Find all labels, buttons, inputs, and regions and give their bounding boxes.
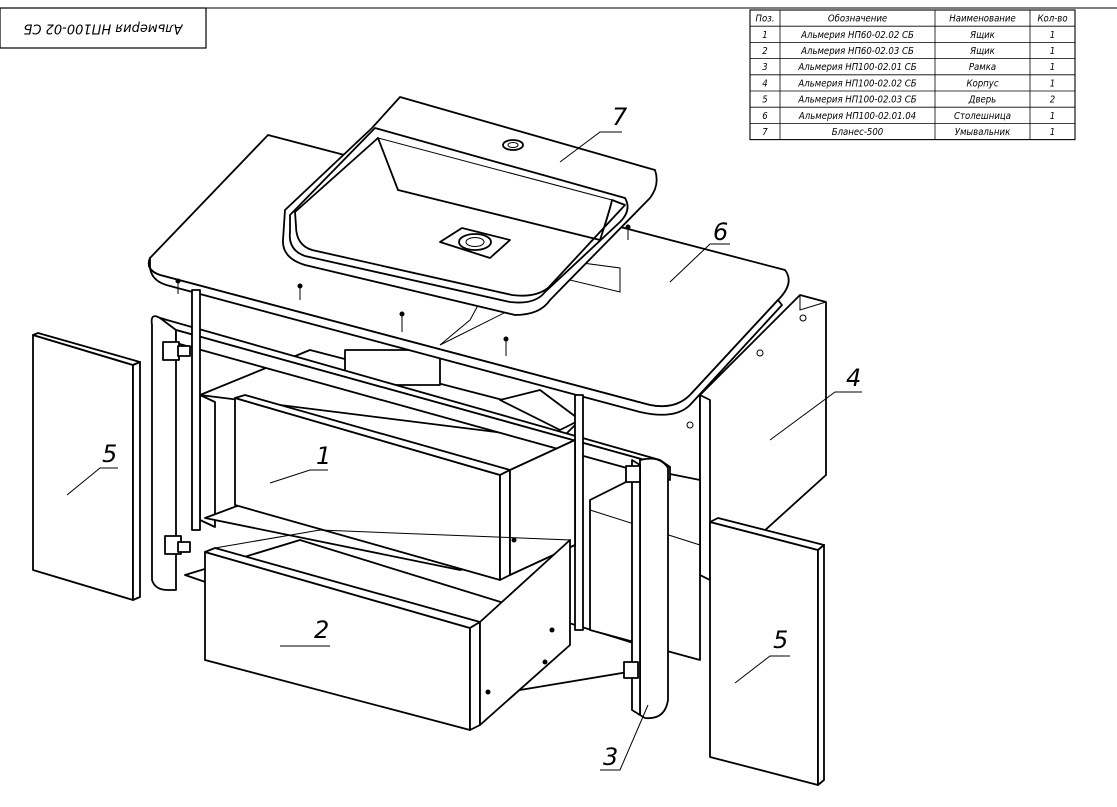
parts-table-cell: Бланес-500 (832, 127, 884, 138)
parts-table-header-cell: Обозначение (828, 14, 887, 25)
parts-table-cell: Корпус (966, 78, 998, 89)
callout-1: 1 (316, 442, 331, 470)
parts-table-cell: 5 (762, 95, 767, 106)
parts-table-cell: Рамка (969, 62, 996, 73)
code-stamp-text: Альмерия НП100-02 СБ (23, 21, 183, 36)
code-stamp: Альмерия НП100-02 СБ (0, 7, 1117, 49)
parts-table-cell: Альмерия НП60-02.02 СБ (800, 30, 914, 41)
callout-4: 4 (846, 364, 861, 392)
parts-table-cell: 4 (762, 78, 767, 89)
parts-table-cell: 1 (1050, 62, 1055, 73)
parts-table-cell: 1 (1050, 30, 1055, 41)
parts-table-cell: Столешница (954, 111, 1011, 122)
parts-table-cell: 6 (762, 111, 768, 122)
callout-5-right: 5 (773, 626, 788, 654)
parts-table-cell: 1 (1050, 111, 1055, 122)
parts-table-cell: Дверь (968, 95, 996, 106)
parts-table-header-cell: Поз. (756, 14, 775, 25)
callout-5-left: 5 (102, 440, 117, 468)
parts-table-header-cell: Кол-во (1037, 14, 1067, 25)
door-left (32, 332, 141, 601)
washbasin (282, 96, 658, 316)
parts-table-cell: 2 (1050, 95, 1055, 106)
parts-table-cell: Альмерия НП100-02.02 СБ (797, 78, 916, 89)
parts-table-cell: 1 (1050, 127, 1055, 138)
parts-table-cell: Альмерия НП100-02.01.04 (798, 111, 916, 122)
parts-table-cell: Альмерия НП100-02.01 СБ (797, 62, 916, 73)
parts-table-cell: 3 (762, 62, 767, 73)
parts-table-cell: Умывальник (955, 127, 1011, 138)
parts-table-cell: 1 (1050, 46, 1055, 57)
parts-table-cell: Ящик (969, 30, 996, 41)
parts-table-cell: 7 (762, 127, 768, 138)
parts-table-cell: 2 (762, 46, 767, 57)
parts-table-cell: Ящик (969, 46, 996, 57)
drawer-2 (204, 529, 572, 731)
parts-table-cell: 1 (1050, 78, 1055, 89)
door-right (709, 517, 825, 786)
parts-table-cell: Альмерия НП100-02.03 СБ (797, 95, 916, 106)
frame (150, 289, 671, 720)
parts-table-header-cell: Наименование (949, 14, 1015, 25)
callout-2: 2 (314, 616, 329, 644)
leader-lines (66, 131, 862, 771)
callout-6: 6 (713, 218, 728, 246)
callout-3: 3 (603, 743, 618, 771)
parts-table-cell: Альмерия НП60-02.03 СБ (800, 46, 914, 57)
callout-7: 7 (612, 103, 628, 131)
callouts: 7 6 4 5 1 2 5 3 (102, 103, 861, 771)
cabinet-drawing: 7 6 4 5 1 2 5 3 (32, 96, 862, 786)
parts-table-cell: 1 (762, 30, 767, 41)
